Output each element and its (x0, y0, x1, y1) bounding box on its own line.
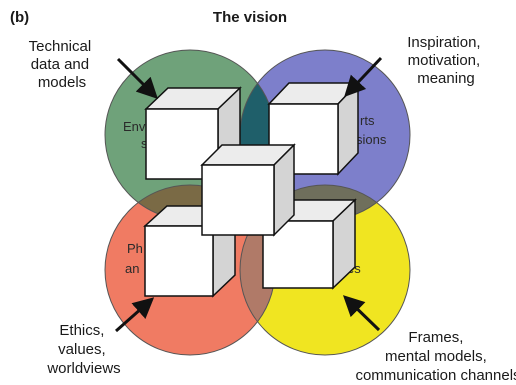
arrow-top-right (344, 56, 383, 98)
arrow-bottom-left (115, 297, 155, 333)
arrow-top-left (116, 57, 158, 99)
circle-top-left-text-2: s (141, 136, 148, 151)
panel-label: (b) (10, 9, 29, 26)
cube-center (200, 143, 296, 237)
circle-bottom-left-text-1: Ph (127, 241, 143, 256)
arrow-bottom-right (342, 295, 381, 332)
label-bottom-left: Ethics, values, worldviews (46, 322, 120, 377)
circle-bottom-left-text-2: an (125, 261, 139, 276)
cubes (143, 81, 360, 298)
label-bottom-right: Frames, mental models, communication cha… (355, 329, 516, 384)
outer-labels: Technical data and models Inspiration, m… (29, 34, 516, 384)
label-top-left: Technical data and models (29, 38, 96, 91)
circle-top-left-text-1: Env (123, 119, 146, 134)
label-top-right: Inspiration, motivation, meaning (407, 34, 485, 87)
arrows (115, 56, 383, 333)
circle-top-right-text-2: sions (356, 132, 387, 147)
diagram-title: The vision (213, 9, 287, 26)
circle-top-right-text-1: rts (360, 113, 375, 128)
